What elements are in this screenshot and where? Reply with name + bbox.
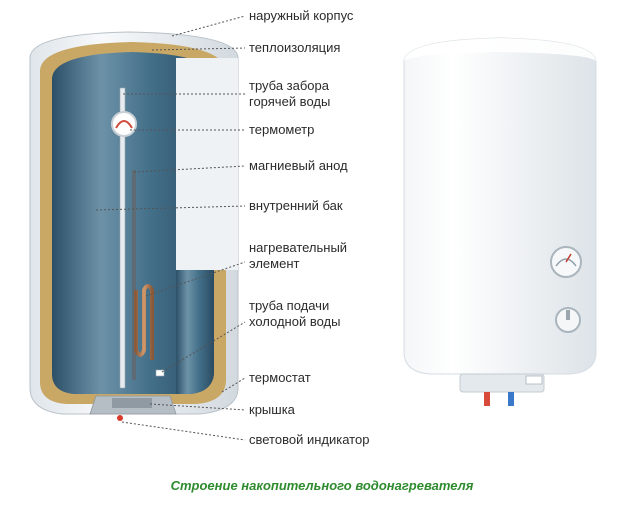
cold-inlet-icon	[508, 392, 514, 406]
label-thermometer: термометр	[249, 122, 314, 138]
leader-indicator	[122, 422, 245, 440]
label-indicator: световой индикатор	[249, 432, 369, 448]
label-hot-pipe-line1: труба забора	[249, 78, 329, 94]
hot-outlet-icon	[484, 392, 490, 406]
label-anode: магниевый анод	[249, 158, 348, 174]
label-thermostat: термостат	[249, 370, 311, 386]
label-inner-tank: внутренний бак	[249, 198, 343, 214]
label-hot-pipe-line2: горячей воды	[249, 94, 330, 110]
diagram-caption: Строение накопительного водонагревателя	[0, 478, 644, 493]
label-heating-element-line1: нагревательный	[249, 240, 347, 256]
thermostat-shape	[156, 370, 164, 376]
label-heating-element-line2: элемент	[249, 256, 299, 272]
label-cold-pipe-line1: труба подачи	[249, 298, 329, 314]
exterior-heater	[404, 38, 596, 406]
cutaway-section	[176, 58, 238, 270]
thermometer-dial	[112, 112, 136, 136]
cutaway-heater	[30, 32, 238, 421]
label-outer-casing: наружный корпус	[249, 8, 353, 24]
indicator-shape	[117, 415, 123, 421]
label-cold-pipe-line2: холодной воды	[249, 314, 340, 330]
label-cover: крышка	[249, 402, 295, 418]
label-insulation: теплоизоляция	[249, 40, 340, 56]
leader-outer-casing	[172, 16, 245, 36]
